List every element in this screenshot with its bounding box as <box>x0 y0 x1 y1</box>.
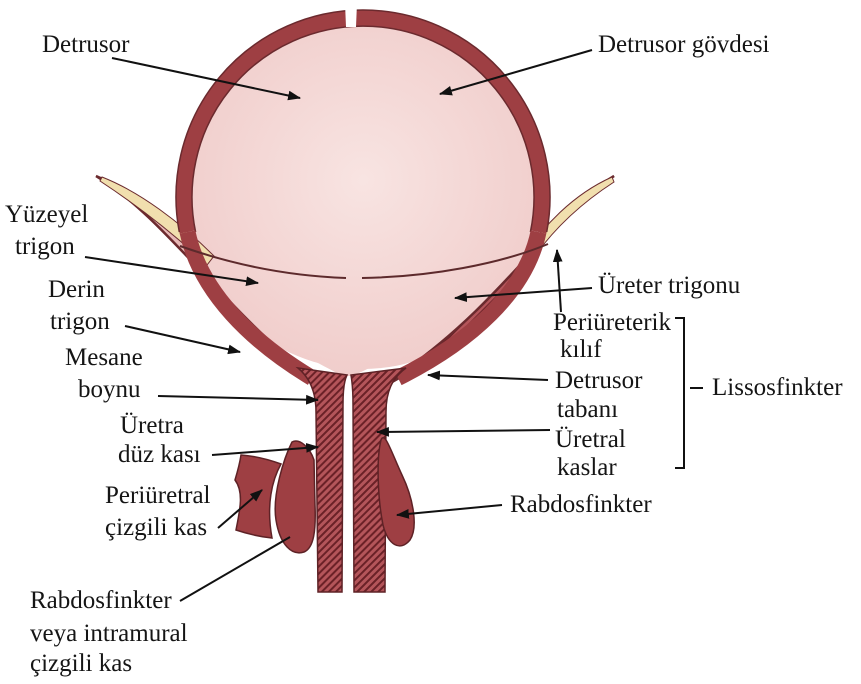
label-periurethral-striated-line2: çizgili kas <box>105 513 207 543</box>
periurethral-striated-muscle <box>235 455 281 538</box>
dome-notch <box>345 3 357 27</box>
label-intramural-rhabdosphincter-line2: veya intramural <box>30 619 188 649</box>
label-lissosphincter: Lissosfinkter <box>712 373 843 403</box>
label-urethral-muscles-line1: Üretral <box>555 425 626 455</box>
label-rhabdosphincter: Rabdosfinkter <box>510 490 652 520</box>
label-deep-trigone-line2: trigon <box>50 307 110 337</box>
label-superficial-trigone-line2: trigon <box>15 232 75 262</box>
arrow-bladder-neck <box>158 396 318 400</box>
label-urethral-smooth-muscle-line1: Üretra <box>120 411 184 441</box>
arrow-detrusor-base <box>428 375 548 380</box>
lissosphincter-bracket <box>675 318 684 468</box>
label-bladder-neck-line1: Mesane <box>65 343 143 373</box>
label-detrusor: Detrusor <box>42 30 129 60</box>
label-deep-trigone-line1: Derin <box>48 275 105 305</box>
label-bladder-neck-line2: boynu <box>78 375 141 405</box>
label-detrusor-base-line1: Detrusor <box>555 366 642 396</box>
label-intramural-rhabdosphincter-line1: Rabdosfinkter <box>30 586 172 616</box>
label-superficial-trigone-line1: Yüzeyel <box>5 200 88 230</box>
label-ureteric-trigone: Üreter trigonu <box>598 271 740 301</box>
label-detrusor-base-line2: tabanı <box>557 395 618 425</box>
label-detrusor-body: Detrusor gövdesi <box>598 30 770 60</box>
label-periureteric-sheath-line1: Periüreterik <box>553 308 671 338</box>
left-rhabdosphincter <box>275 441 315 553</box>
arrow-periureteric-sheath <box>557 250 561 312</box>
label-urethral-smooth-muscle-line2: düz kası <box>118 440 201 470</box>
arrow-urethral-muscles <box>377 430 550 432</box>
label-urethral-muscles-line2: kaslar <box>557 453 617 483</box>
label-intramural-rhabdosphincter-line3: çizgili kas <box>30 649 132 679</box>
label-periureteric-sheath-line2: kılıf <box>560 335 602 365</box>
label-periurethral-striated-line1: Periüretral <box>105 481 211 511</box>
leader-intramural-rhabdosphincter <box>180 537 290 601</box>
